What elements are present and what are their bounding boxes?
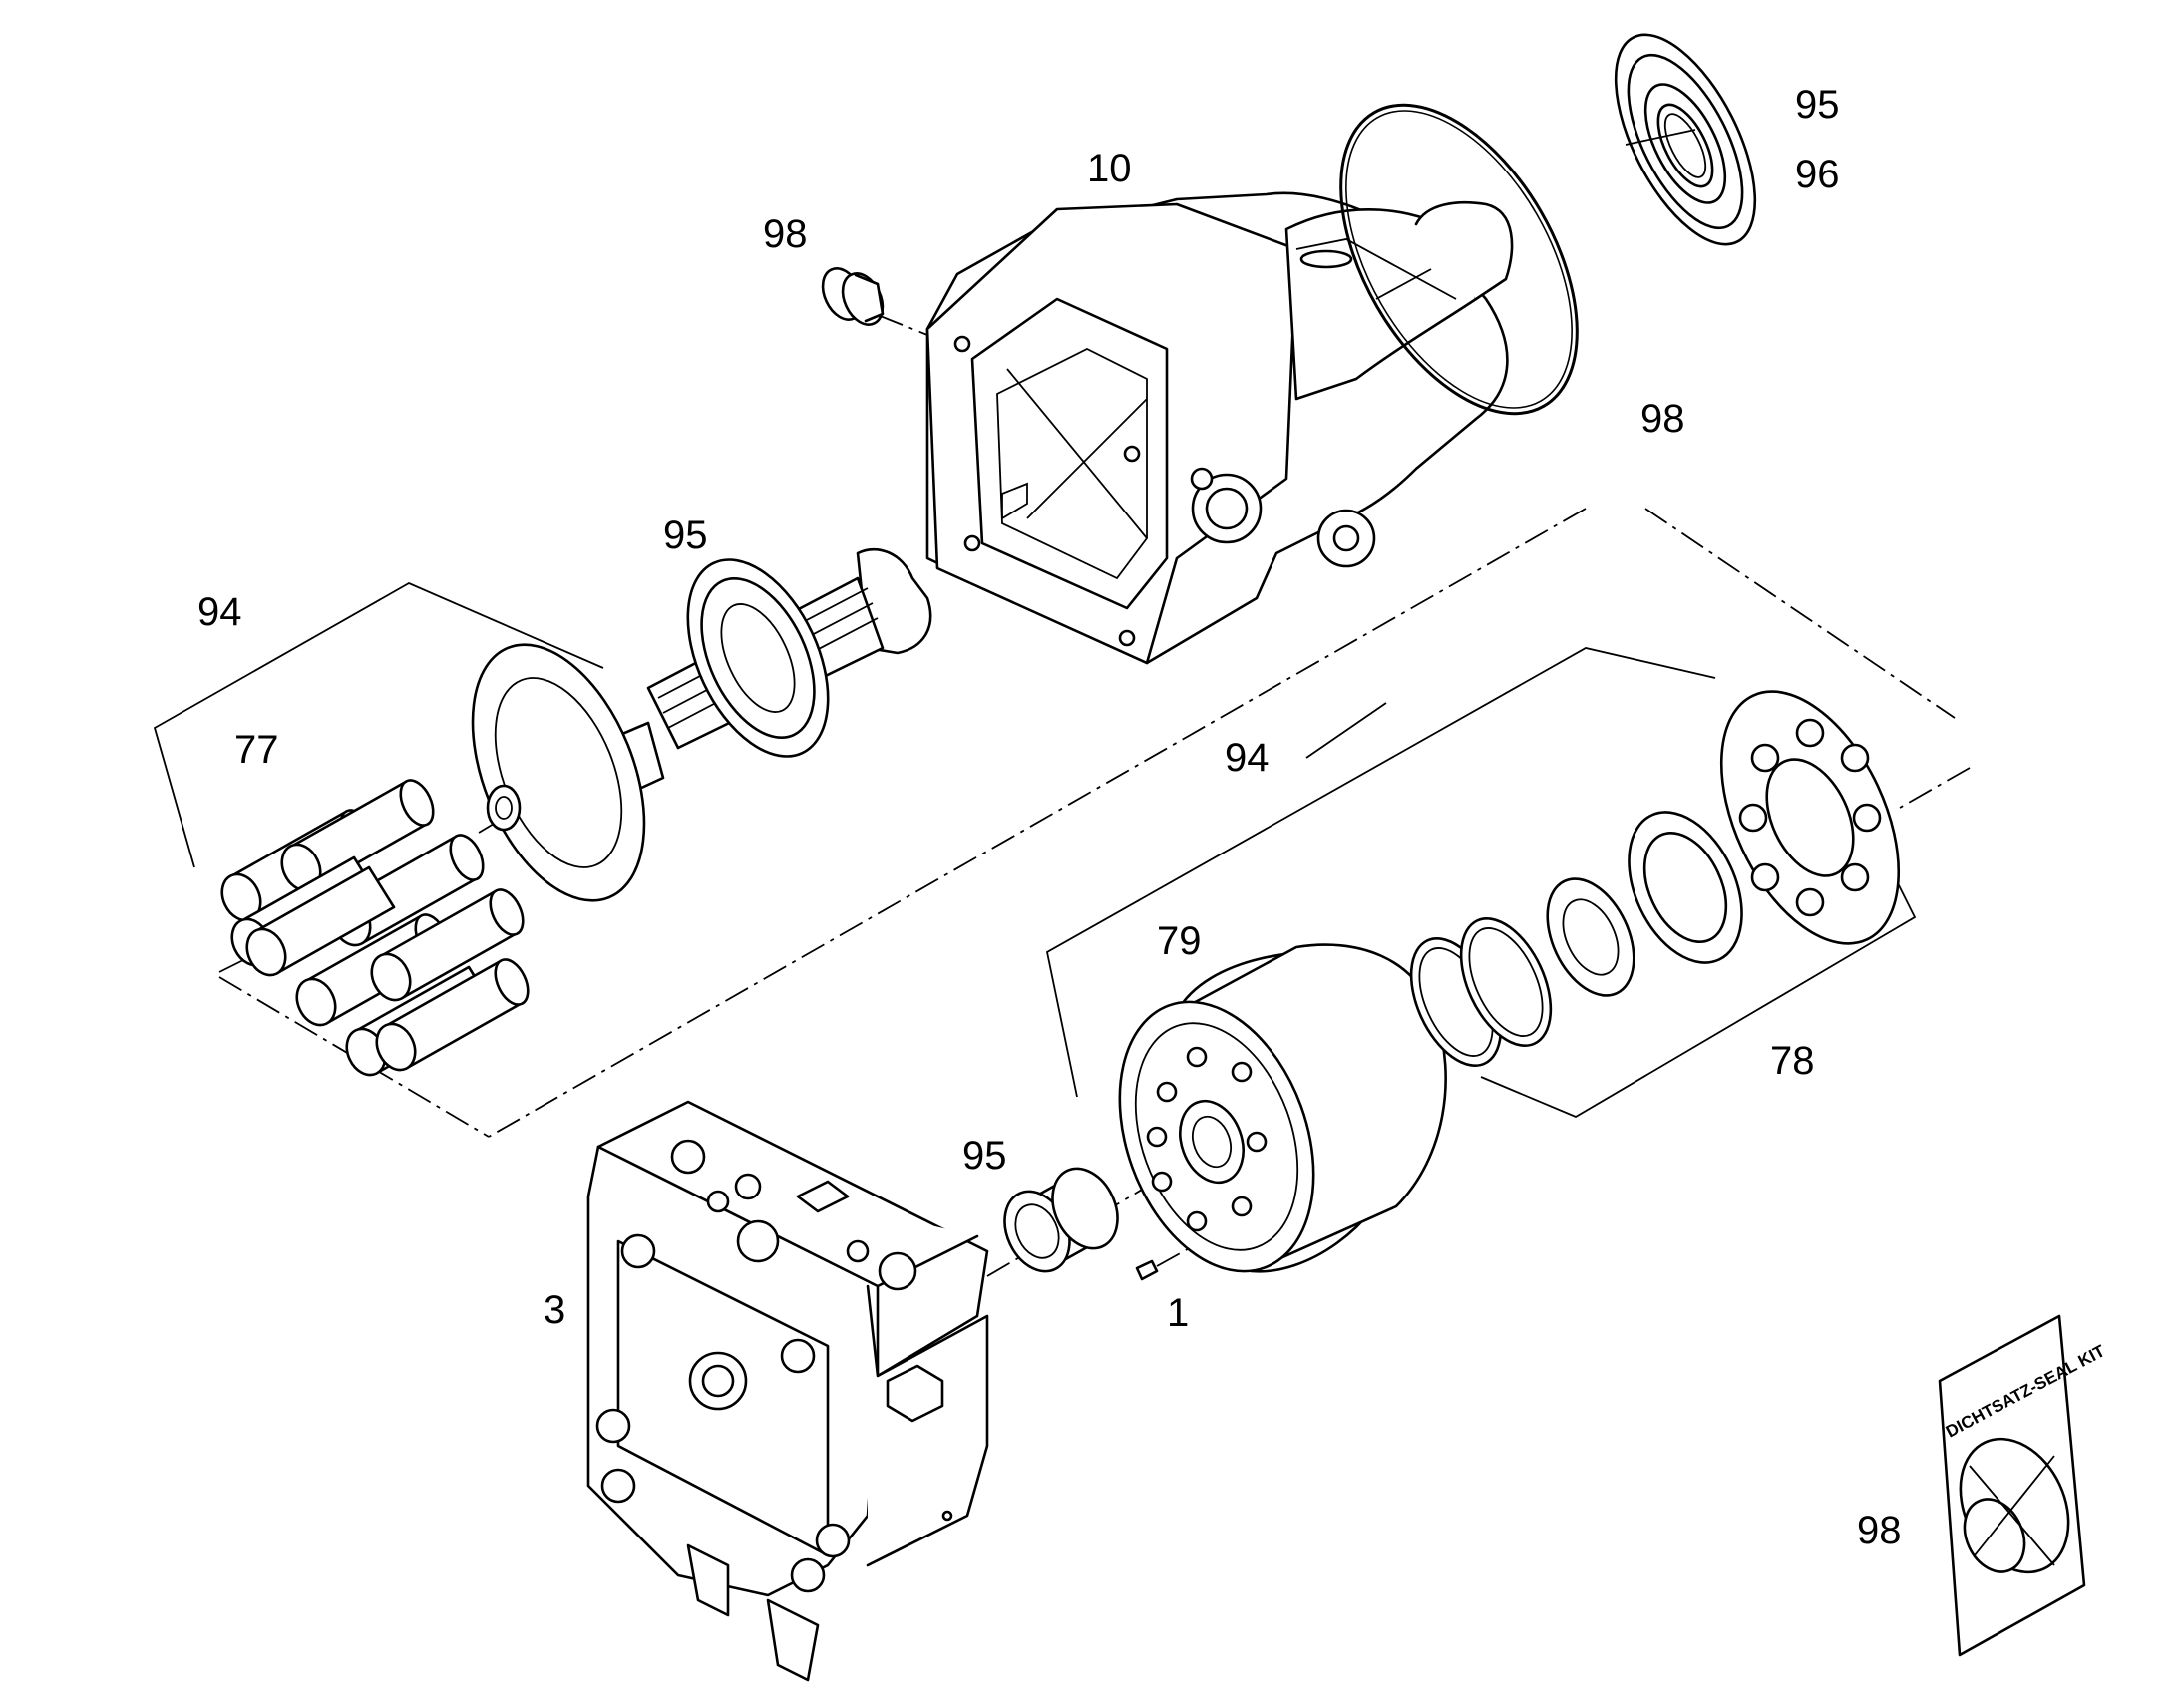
callout-78-retainer: 78	[1770, 1039, 1815, 1083]
plug-98	[821, 267, 885, 326]
leader-lines	[1375, 129, 1696, 300]
callout-98-seal-kit: 98	[1857, 1509, 1902, 1552]
callout-79-cylinder: 79	[1157, 919, 1202, 963]
seal-kit-bag-98: DICHTSATZ-SEAL KIT	[1938, 1314, 2108, 1657]
callout-98-o-ring: 98	[1640, 397, 1685, 441]
callout-95-bearing: 95	[962, 1134, 1007, 1178]
cylinder-block-79	[1118, 943, 1447, 1273]
o-ring-98	[1339, 103, 1579, 416]
retainer-group-78	[1409, 690, 1901, 1067]
needle-bearing-95	[1003, 1167, 1119, 1273]
callout-96-seal: 96	[1795, 153, 1840, 196]
pistons-77	[220, 779, 530, 1077]
shaft-seal-95-96	[1614, 33, 1757, 246]
callout-77-pistons: 77	[234, 728, 279, 772]
port-plate-3	[586, 1100, 989, 1682]
callout-1-pin: 1	[1167, 1291, 1189, 1335]
callout-95-shaft: 95	[663, 513, 708, 557]
pin-1	[1135, 1259, 1159, 1281]
callout-94-middle: 94	[1225, 736, 1270, 780]
drive-shaft-95	[471, 547, 932, 902]
callout-95-seal: 95	[1795, 83, 1840, 127]
callout-3-port-plate: 3	[544, 1288, 565, 1332]
motor-housing-10	[925, 191, 1514, 665]
callout-labels: 95 96 10 98 98 95 94 77 94 79 78 95 1 3 …	[197, 83, 1902, 1552]
callout-94-left: 94	[197, 590, 242, 634]
group-brackets	[153, 581, 1917, 1119]
callout-10-housing: 10	[1087, 147, 1132, 190]
callout-98-plug: 98	[763, 212, 808, 256]
